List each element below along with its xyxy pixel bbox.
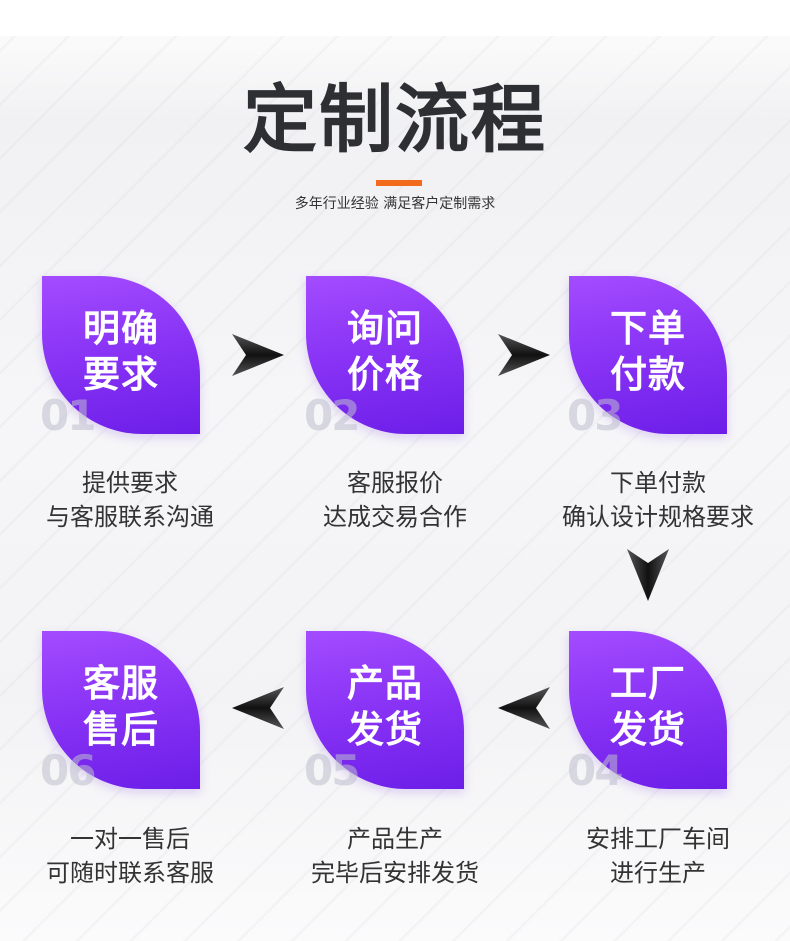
arrow-left-icon (232, 687, 284, 729)
step-card-4: 工厂 发货 04 (567, 631, 727, 793)
step-description-1: 提供要求 与客服联系沟通 (46, 469, 214, 531)
step-description-6: 一对一售后 可随时联系客服 (46, 825, 214, 887)
page-subtitle: 多年行业经验 满足客户定制需求 (294, 196, 496, 212)
step-label: 客服 售后 (83, 662, 159, 751)
step-number: 06 (40, 746, 96, 795)
step-description-2: 客服报价 达成交易合作 (323, 469, 467, 531)
step-number: 05 (304, 746, 360, 795)
step-card-3: 下单 付款 03 (567, 276, 727, 438)
step-description-5: 产品生产 完毕后安排发货 (311, 825, 479, 887)
step-number: 04 (567, 746, 623, 795)
step-label: 下单 付款 (610, 307, 686, 396)
step-number: 03 (567, 391, 623, 440)
step-number: 01 (40, 391, 96, 440)
arrow-left-icon (498, 687, 550, 729)
step-label: 产品 发货 (347, 662, 423, 751)
step-card-5: 产品 发货 05 (304, 631, 464, 793)
step-label: 明确 要求 (83, 307, 159, 396)
arrow-right-icon (498, 334, 550, 376)
page-title: 定制流程 (243, 77, 547, 163)
step-label: 询问 价格 (347, 307, 423, 396)
step-number: 02 (304, 391, 360, 440)
step-card-2: 询问 价格 02 (304, 276, 464, 438)
arrow-down-icon (627, 549, 669, 601)
step-label: 工厂 发货 (610, 662, 686, 751)
step-description-4: 安排工厂车间 进行生产 (586, 825, 730, 887)
top-strip (0, 0, 790, 36)
arrow-right-icon (232, 334, 284, 376)
title-accent-bar (376, 180, 422, 186)
step-description-3: 下单付款 确认设计规格要求 (562, 469, 754, 531)
